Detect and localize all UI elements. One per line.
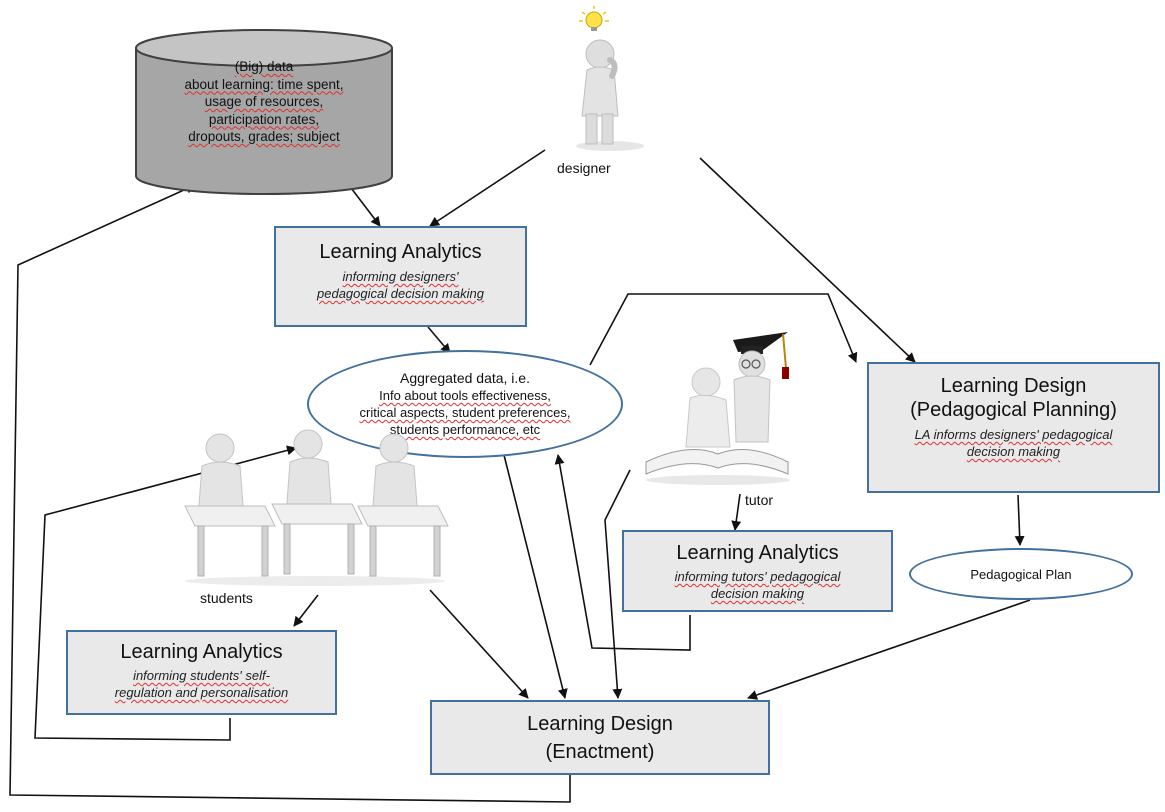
la-tutors-sub: decision making [710,586,805,601]
la-designers-title: Learning Analytics [319,241,482,263]
la-designers-box: Learning Analytics informing designers' … [274,226,527,327]
la-tutors-box: Learning Analytics informing tutors' ped… [622,530,893,612]
aggregated-line: students performance, etc [389,422,541,437]
students-figure [184,429,449,586]
aggregated-data-ellipse: Aggregated data, i.e. Info about tools e… [307,350,623,458]
graduation-cap-icon [733,332,789,379]
la-designers-sub: pedagogical decision making [317,286,484,301]
aggregated-line: Info about tools effectiveness, [379,388,551,403]
ld-planning-box: Learning Design (Pedagogical Planning) L… [867,362,1160,493]
arrow-ld-planning-to-ped-plan [1014,494,1025,546]
arrow-tutor-to-la-tutors [731,493,742,531]
ld-planning-title: Learning Design [940,375,1087,397]
students-label: students [200,590,253,606]
pedagogical-plan-label: Pedagogical Plan [970,566,1072,582]
aggregated-line: Aggregated data, i.e. [400,370,530,386]
database-cylinder [135,29,393,195]
lightbulb-icon [579,6,609,31]
arrow-designer-to-la-designers [429,149,546,227]
arrow-students-to-enactment [429,589,529,699]
la-students-sub: informing students' self- [133,668,270,683]
arrow-la-students-to-aggregated [34,445,297,741]
database-line: usage of resources, [204,94,324,109]
ld-planning-title: (Pedagogical Planning) [910,399,1117,421]
la-designers-sub: informing designers' [342,269,459,284]
la-tutors-title: Learning Analytics [676,542,839,564]
tutor-figure [645,332,790,485]
arrow-designer-to-ld-planning [699,157,916,363]
database-line: participation rates, [208,111,320,127]
ld-enactment-title: Learning Design [527,713,673,735]
ld-enactment-box: Learning Design (Enactment) [430,700,770,775]
la-students-sub: regulation and personalisation [114,685,289,700]
arrow-la-tutors-to-aggregated [554,454,691,651]
database-line: (Big) data [234,59,294,74]
ld-enactment-title: (Enactment) [545,741,655,763]
arrow-la-designers-to-aggregated [427,326,451,354]
arrow-aggregated-to-ld-planning [589,293,858,366]
database-line: dropouts, grades; subject [188,129,340,144]
aggregated-line: critical aspects, student preferences, [359,405,571,420]
la-students-title: Learning Analytics [120,641,283,663]
ld-planning-sub: LA informs designers' pedagogical [914,427,1113,442]
database-line: about learning: time spent, [184,76,344,92]
arrow-students-to-la-students [293,594,319,627]
la-tutors-sub: informing tutors' pedagogical [674,569,841,584]
pedagogical-plan-ellipse: Pedagogical Plan [909,548,1133,600]
ld-planning-sub: decision making [966,444,1061,459]
arrow-ped-plan-to-enactment [747,599,1031,700]
arrow-loop-to-database [9,184,571,803]
database-text: (Big) data about learning: time spent, u… [140,58,388,146]
designer-label: designer [557,160,611,176]
arrow-aggregated-to-enactment [503,454,568,699]
designer-figure [576,6,644,151]
arrow-tutor-to-enactment [604,469,631,699]
la-students-box: Learning Analytics informing students' s… [66,630,337,715]
tutor-label: tutor [745,492,774,508]
